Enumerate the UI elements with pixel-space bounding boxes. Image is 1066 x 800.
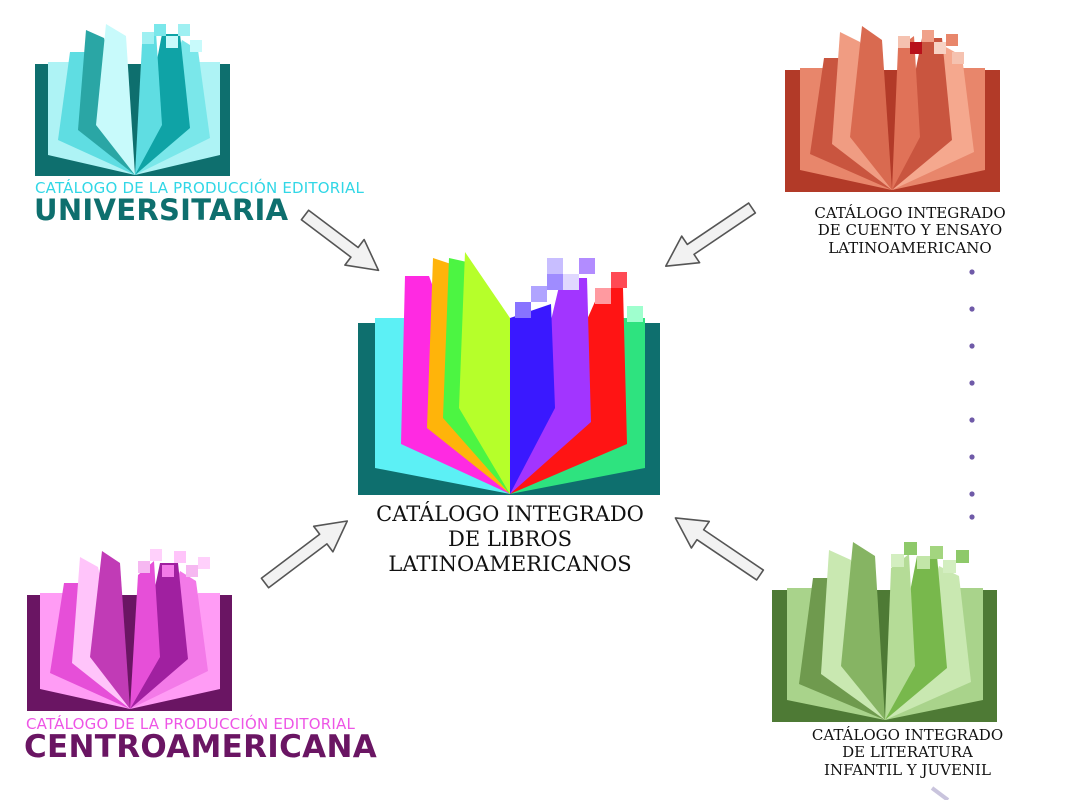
cuento-title-line-3: LATINOAMERICANO: [828, 238, 992, 257]
centroamericana-name: CENTROAMERICANA: [24, 729, 378, 765]
universitaria-name: UNIVERSITARIA: [34, 193, 289, 227]
infantil-title-line-1: CATÁLOGO INTEGRADO: [811, 726, 1004, 744]
infantil-title-line-2: DE LITERATURA: [842, 743, 973, 762]
arrow-infantil-to-center: [674, 517, 765, 581]
catalog-universitaria: CATÁLOGO DE LA PRODUCCIÓN EDITORIAL UNIV…: [0, 0, 400, 240]
infantil-title: CATÁLOGO INTEGRADO DE LITERATURA INFANTI…: [755, 726, 1060, 779]
arrow-universitaria-to-center: [300, 209, 380, 272]
catalog-infantil-juvenil: CATÁLOGO INTEGRADO DE LITERATURA INFANTI…: [755, 520, 1060, 800]
dotted-connector: [969, 269, 975, 520]
universitaria-subtitle: CATÁLOGO DE LA PRODUCCIÓN EDITORIAL: [35, 179, 365, 197]
book-logo-center: [358, 252, 660, 495]
book-logo-infantil: [772, 542, 997, 722]
corner-mark: [930, 786, 950, 800]
infantil-title-line-3: INFANTIL Y JUVENIL: [824, 760, 991, 779]
cuento-title: CATÁLOGO INTEGRADO DE CUENTO Y ENSAYO LA…: [760, 204, 1060, 257]
catalog-center: CATÁLOGO INTEGRADO DE LIBROS LATINOAMERI…: [340, 240, 680, 580]
book-logo-centroamericana: [27, 549, 232, 711]
cuento-title-line-2: DE CUENTO Y ENSAYO: [817, 221, 1003, 240]
center-title-line-3: LATINOAMERICANOS: [388, 552, 632, 577]
book-logo-universitaria: [35, 24, 230, 176]
center-title-line-2: DE LIBROS: [448, 527, 572, 552]
centroamericana-subtitle: CATÁLOGO DE LA PRODUCCIÓN EDITORIAL: [26, 715, 356, 733]
catalog-centroamericana: CATÁLOGO DE LA PRODUCCIÓN EDITORIAL CENT…: [0, 535, 420, 800]
arrow-cuento-to-center: [664, 202, 757, 267]
center-title: CATÁLOGO INTEGRADO DE LIBROS LATINOAMERI…: [340, 502, 680, 578]
catalog-cuento-ensayo: CATÁLOGO INTEGRADO DE CUENTO Y ENSAYO LA…: [760, 0, 1060, 265]
cuento-title-line-1: CATÁLOGO INTEGRADO: [814, 204, 1006, 222]
arrow-centroamericana-to-center: [260, 520, 349, 589]
book-logo-cuento: [785, 26, 1000, 192]
center-title-line-1: CATÁLOGO INTEGRADO: [376, 502, 644, 526]
